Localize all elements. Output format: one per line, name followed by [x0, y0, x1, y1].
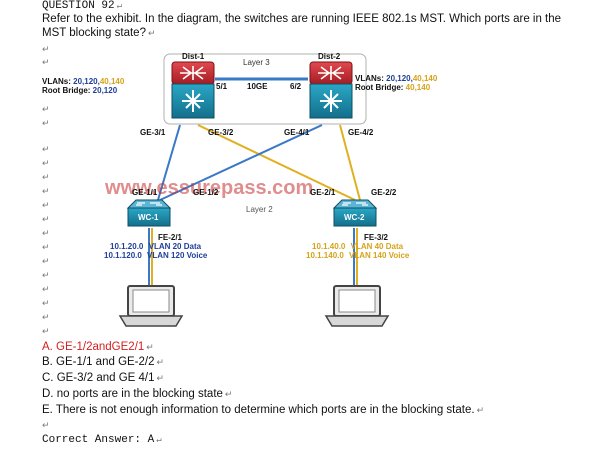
question-number: QUESTION 92↵	[42, 0, 123, 12]
port-5-1-label: 5/1	[216, 82, 228, 91]
layer3-region	[163, 53, 367, 125]
watermark-text: www.essurepass.com	[104, 177, 313, 199]
wc1-port-label: FE-2/1	[158, 233, 183, 242]
link-ge32-ge22	[197, 124, 356, 201]
question-text-line1: Refer to the exhibit. In the diagram, th…	[42, 13, 562, 25]
dist2-name: Dist-2	[318, 52, 341, 61]
wc1-data-ip: 10.1.20.0 VLAN 20 Data	[110, 242, 202, 251]
link-ge42-ge21	[339, 124, 361, 201]
dist1-name: Dist-1	[182, 52, 205, 61]
port-ge31-label: GE-3/1	[140, 128, 166, 137]
port-ge42-label: GE-4/2	[348, 128, 374, 137]
answer-option-b[interactable]: B. GE-1/1 and GE-2/2↵	[42, 356, 165, 368]
port-ge22-label: GE-2/2	[371, 188, 397, 197]
layer3-label: Layer 3	[243, 58, 270, 67]
answer-option-a[interactable]: A. GE-1/2andGE2/1↵	[42, 341, 154, 353]
port-ge21-label: GE-2/1	[310, 188, 336, 197]
question-text-line2: MST blocking state?↵	[42, 27, 156, 39]
port-ge12-label: GE-1/2	[193, 188, 219, 197]
link-ge31-ge11	[157, 124, 181, 201]
dist1-device	[171, 61, 215, 119]
link-10ge-label: 10GE	[247, 82, 268, 91]
wc2-name: WC-2	[344, 213, 365, 222]
wc2-port-label: FE-3/2	[364, 233, 389, 242]
wc1-voice-ip: 10.1.120.0 VLAN 120 Voice	[104, 251, 208, 260]
dist2-vlans: VLANs: 20,120,40,140	[355, 74, 438, 83]
answer-option-e[interactable]: E. There is not enough information to de…	[42, 404, 485, 416]
port-ge32-label: GE-3/2	[208, 128, 234, 137]
port-ge11-label: GE-1/1	[132, 188, 158, 197]
answer-option-d[interactable]: D. no ports are in the blocking state↵	[42, 388, 233, 400]
port-ge41-label: GE-4/1	[284, 128, 310, 137]
network-diagram: www.essurepass.com	[104, 53, 390, 327]
wc2-switch-device	[332, 199, 378, 227]
laptop-icon	[324, 285, 390, 327]
switch-arrows-icon	[320, 90, 342, 112]
network-links	[148, 77, 361, 285]
link-ge41-ge12	[159, 124, 323, 201]
dist1-vlans: VLANs: 20,120,40,140	[42, 77, 125, 86]
wc2-voice-ip: 10.1.140.0 VLAN 140 Voice	[306, 251, 410, 260]
port-6-2-label: 6/2	[290, 82, 302, 91]
wc2-data-ip: 10.1.40.0 VLAN 40 Data	[312, 242, 404, 251]
correct-answer: Correct Answer: A↵	[42, 434, 162, 446]
layer2-label: Layer 2	[246, 205, 273, 214]
wc1-switch-device	[126, 199, 172, 227]
wc1-name: WC-1	[138, 213, 159, 222]
switch-arrows-icon	[182, 90, 204, 112]
dist2-device	[309, 61, 353, 119]
dist1-root-bridge: Root Bridge: 20,120	[42, 86, 118, 95]
answer-option-c[interactable]: C. GE-3/2 and GE 4/1↵	[42, 372, 165, 384]
dist2-root-bridge: Root Bridge: 40,140	[355, 83, 431, 92]
laptop-icon	[118, 285, 184, 327]
